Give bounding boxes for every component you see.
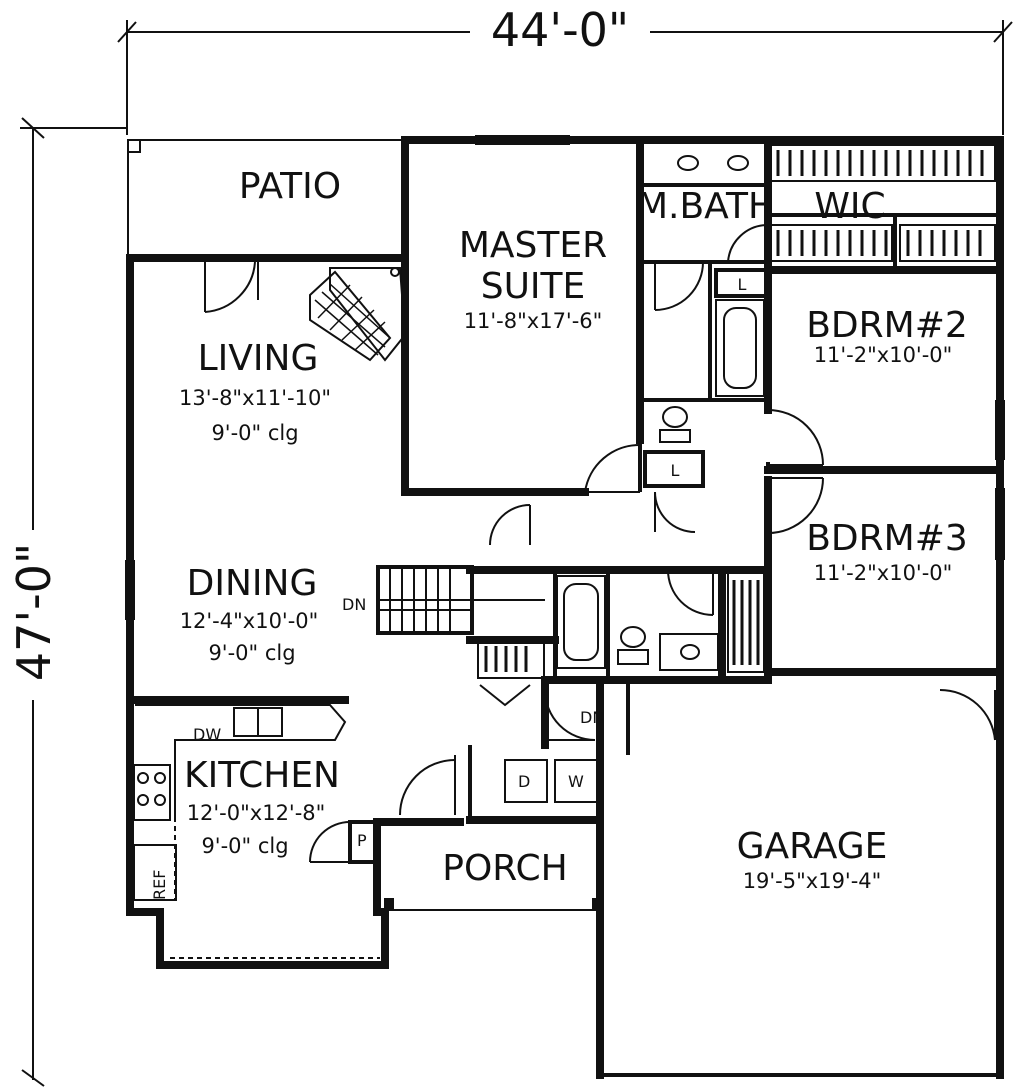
refrigerator-label: REF — [150, 870, 169, 900]
master-bath-tub — [715, 299, 765, 397]
hall-toilet — [617, 626, 719, 671]
porch-outline — [373, 818, 602, 911]
bedroom2-dims: 11'-2"x10'-0" — [814, 343, 953, 367]
master-suite-label-2: SUITE — [481, 266, 586, 307]
fireplace — [309, 267, 407, 362]
overall-depth-dimension: 47'-0" — [7, 117, 128, 1087]
porch-label: PORCH — [442, 848, 567, 889]
overall-width-dimension: 44'-0" — [117, 3, 1013, 135]
pantry — [309, 820, 379, 864]
master-bath-sinks — [677, 155, 749, 171]
garage-dims: 19'-5"x19'-4" — [743, 869, 882, 893]
coat-closet — [477, 639, 545, 707]
dining-label: DINING — [187, 563, 318, 604]
pantry-label: P — [357, 831, 367, 850]
master-toilet — [659, 406, 691, 443]
kitchen-ceiling: 9'-0" clg — [201, 834, 288, 858]
dishwasher-label: DW — [193, 725, 221, 744]
dining-dims: 12'-4"x10'-0" — [180, 609, 319, 633]
dining-ceiling: 9'-0" clg — [208, 641, 295, 665]
kitchen-dims: 12'-0"x12'-8" — [187, 801, 326, 825]
garage-label: GARAGE — [737, 826, 888, 867]
washer-label: W — [568, 772, 584, 791]
living-dims: 13'-8"x11'-10" — [179, 386, 331, 410]
bedroom-walls — [764, 462, 1004, 676]
bedroom3-label: BDRM#3 — [806, 518, 968, 559]
patio-outline — [127, 139, 405, 255]
overall-width-label: 44'-0" — [491, 3, 629, 57]
overall-depth-label: 47'-0" — [7, 543, 61, 681]
linen-closet-1-label: L — [738, 275, 747, 294]
stair-down-label: DN — [342, 595, 366, 614]
patio-label: PATIO — [239, 166, 341, 207]
kitchen-counters — [126, 696, 349, 901]
linen-door — [654, 491, 696, 533]
master-suite-label-1: MASTER — [459, 225, 607, 266]
linen-closet-1 — [714, 268, 770, 298]
front-door — [399, 755, 456, 816]
bedroom3-dims: 11'-2"x10'-0" — [814, 561, 953, 585]
garage-side-door — [939, 688, 996, 741]
dryer-label: D — [518, 772, 530, 791]
master-suite-door — [584, 443, 641, 493]
kitchen-label: KITCHEN — [184, 755, 340, 796]
bedroom2-label: BDRM#2 — [806, 305, 968, 346]
washer-dryer — [504, 759, 598, 803]
master-bath-label: M.BATH — [637, 186, 775, 227]
dining-window — [125, 560, 135, 620]
linen-closet-2 — [643, 450, 705, 488]
master-bath-door — [654, 223, 769, 311]
wic-label: WIC — [814, 186, 885, 227]
garage-entry-door — [544, 689, 596, 741]
wic-shelving — [769, 144, 996, 262]
linen-closet-2-label: L — [671, 461, 680, 480]
patio-doors — [204, 258, 259, 313]
bedroom-doors — [767, 409, 824, 534]
master-suite-dims: 11'-8"x17'-6" — [464, 309, 603, 333]
living-label: LIVING — [198, 338, 319, 379]
hall-closet-door — [489, 504, 531, 546]
garage-step-down-label: DN — [580, 708, 604, 727]
stairs — [376, 565, 545, 635]
hall-bath-tub — [556, 575, 606, 669]
living-ceiling: 9'-0" clg — [211, 421, 298, 445]
laundry-walls — [466, 676, 630, 909]
master-window — [475, 135, 570, 145]
bedroom-windows — [995, 400, 1005, 560]
linen-closet-hall — [727, 571, 765, 673]
hall-bath-door — [667, 569, 714, 616]
